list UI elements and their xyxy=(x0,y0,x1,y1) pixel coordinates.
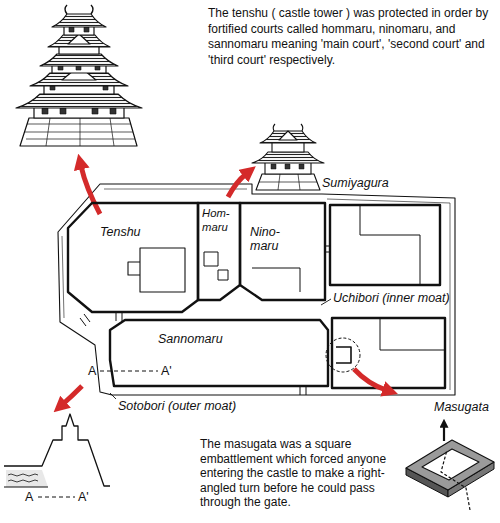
embattlement-drawing xyxy=(406,426,494,510)
castle-tower-drawing xyxy=(16,5,142,146)
gate-outline xyxy=(204,252,228,280)
inner-wall xyxy=(360,205,420,285)
stone-courses xyxy=(24,118,135,146)
court-region: Hom-maru xyxy=(198,203,240,300)
section-mark: A' xyxy=(78,490,89,504)
court-name: Tenshu xyxy=(100,226,141,240)
entry-route xyxy=(441,450,470,510)
court-region: Sannomaru xyxy=(110,320,328,386)
section-line xyxy=(38,497,75,498)
moat-water xyxy=(6,470,48,487)
court-wall xyxy=(198,203,240,300)
court-region: Tenshu xyxy=(68,203,198,312)
moat-bottom xyxy=(4,487,48,488)
embankment-profile xyxy=(4,414,110,486)
part-name: Sumiyagura xyxy=(322,176,389,190)
turret-roof xyxy=(260,131,316,143)
section-mark: A xyxy=(88,364,96,378)
tower-roof xyxy=(40,54,118,66)
court-region: Nino-maru xyxy=(240,203,325,300)
wall-top xyxy=(406,440,494,490)
inner-wall xyxy=(252,268,300,292)
black-arrow xyxy=(443,426,445,441)
section-line xyxy=(100,371,158,372)
turret-gable xyxy=(279,131,297,140)
red-arrow xyxy=(81,166,100,214)
court-name: Sannomaru xyxy=(158,333,223,347)
tower-roof xyxy=(48,35,110,47)
section-mark: A' xyxy=(161,364,172,378)
tower-roof xyxy=(16,94,142,108)
tower-windows xyxy=(69,27,89,32)
castle-plan xyxy=(58,184,455,399)
part-name: Uchibori (inner moat) xyxy=(333,291,450,305)
moat-bank-line xyxy=(62,189,450,390)
turret-windows xyxy=(271,164,304,169)
roof-ornaments xyxy=(65,5,93,14)
corner-turret-drawing xyxy=(252,124,324,190)
explanatory-note: The tenshu ( castle tower ) was protecte… xyxy=(208,6,492,68)
turret-roof xyxy=(252,152,324,163)
tower-windows xyxy=(42,108,116,114)
court-wall xyxy=(330,205,440,285)
inner-wall xyxy=(380,318,445,350)
red-arrow xyxy=(354,369,386,390)
square-embattlement xyxy=(336,347,351,363)
leader-line xyxy=(110,393,116,399)
part-name: Sotobori (outer moat) xyxy=(118,399,236,413)
court-outline xyxy=(110,320,328,386)
court-name: Nino-maru xyxy=(250,226,290,253)
roof-ornaments xyxy=(273,124,303,131)
stone-base xyxy=(20,118,137,146)
stone-base xyxy=(256,174,320,190)
tower-roof xyxy=(52,14,106,27)
court-outline xyxy=(68,203,198,312)
red-arrow xyxy=(228,174,246,197)
cross-section-drawing xyxy=(4,414,110,497)
court-wall xyxy=(110,320,328,386)
court-name: Hom-maru xyxy=(202,207,238,234)
part-name: Masugata xyxy=(434,400,489,414)
water-waves xyxy=(8,474,38,482)
explanatory-note: The masugata was a square embattlement w… xyxy=(200,437,400,510)
court-wall xyxy=(332,318,445,388)
highlight-circle xyxy=(326,338,360,372)
section-mark: A xyxy=(25,490,33,504)
red-arrows xyxy=(63,166,386,404)
court-wall xyxy=(68,203,198,312)
red-arrow xyxy=(63,386,82,404)
bridge xyxy=(80,246,331,395)
tower-base-outline xyxy=(128,248,185,292)
court-wall xyxy=(240,203,325,300)
stone-courses xyxy=(259,174,317,190)
outer-moat-edge xyxy=(58,184,455,395)
